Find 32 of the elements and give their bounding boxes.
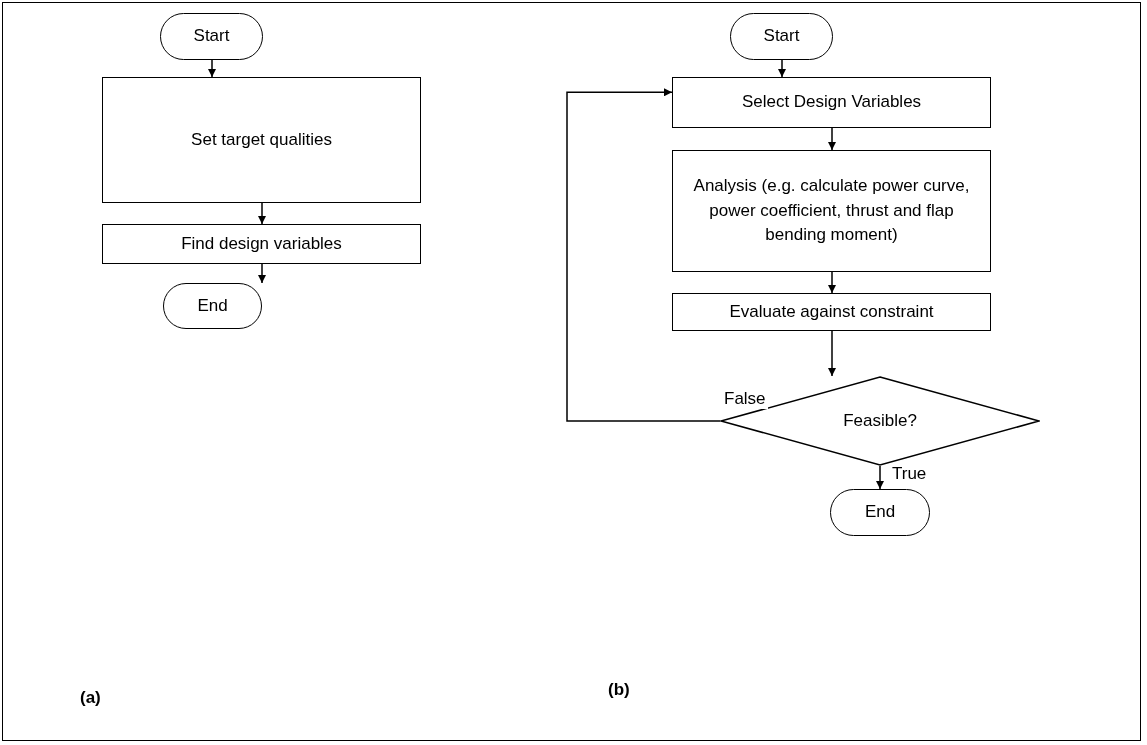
decision-diamond [720, 376, 1040, 466]
process-box [672, 293, 991, 331]
process-box [672, 150, 991, 272]
panel-label: (b) [608, 680, 630, 700]
arrow [258, 263, 266, 284]
terminator-shape [830, 489, 930, 536]
node-text: Set target qualities [190, 128, 333, 151]
arrow [828, 330, 836, 377]
node-text: Find design variables [180, 232, 343, 255]
node-text: Analysis (e.g. calculate power curve, power coefficient, thrust and flap bending moment) [692, 175, 971, 247]
node-text: End [196, 294, 229, 317]
terminator-shape [160, 13, 263, 60]
node-text: Feasible? [842, 409, 918, 432]
arrow [208, 59, 216, 78]
panel-label: (a) [80, 688, 101, 708]
terminator-shape [730, 13, 833, 60]
process-box [102, 77, 421, 203]
arrow [778, 59, 786, 78]
node-text: Start [192, 25, 231, 48]
arrow [566, 88, 721, 422]
node-text: End [863, 501, 897, 524]
node-text: Select Design Variables [740, 91, 923, 114]
arrow [828, 271, 836, 294]
process-box [672, 77, 991, 128]
terminator-shape [163, 283, 262, 329]
arrow [258, 202, 266, 225]
arrow [876, 465, 884, 490]
arrow [828, 127, 836, 151]
node-text: Evaluate against constraint [728, 300, 935, 323]
process-box [102, 224, 421, 264]
node-text: Start [762, 25, 801, 48]
edge-label: False [722, 389, 768, 409]
